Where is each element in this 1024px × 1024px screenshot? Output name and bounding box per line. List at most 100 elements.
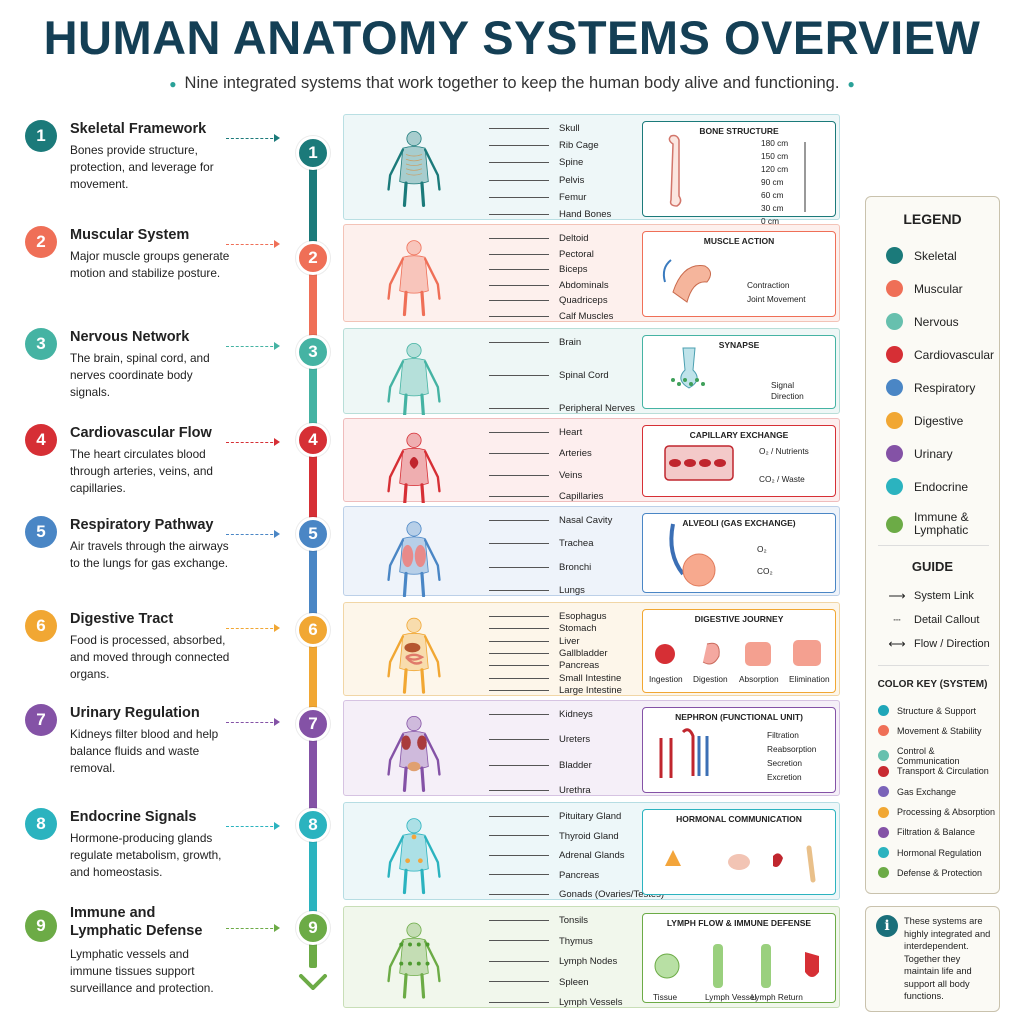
callout-line (489, 652, 549, 654)
guide-label: System Link (914, 590, 974, 602)
callout-line (489, 237, 549, 239)
organ-label-text: Deltoid (559, 233, 589, 244)
callout-line (489, 940, 549, 942)
colorkey-swatch (878, 765, 889, 777)
neurotransmitter-dot (695, 378, 699, 382)
neurotransmitter-dot (671, 378, 675, 382)
legend-item: Urinary (886, 445, 953, 462)
legend-item: Respiratory (886, 379, 975, 396)
torso-shape (399, 358, 429, 397)
inset-label: Joint Movement (747, 294, 806, 304)
organ-label-text: Abdominals (559, 279, 609, 291)
organ-label-text: Heart (559, 427, 583, 438)
guide-label: Flow / Direction (914, 638, 990, 650)
callout-line (489, 453, 549, 455)
callout-line (489, 739, 549, 741)
organ-label-text: Ureters (559, 734, 591, 746)
body-illustration (387, 715, 441, 792)
arm-muscle-icon (672, 265, 711, 303)
inset-label: 150 cm (761, 151, 789, 161)
inset-label: 60 cm (761, 190, 784, 200)
shield-icon (805, 952, 819, 977)
inset-label: Excretion (767, 772, 802, 782)
legend-label: Immune & Lymphatic (914, 510, 969, 537)
inset-title: ALVEOLI (GAS EXCHANGE) (682, 518, 796, 528)
anatomy-figure (344, 225, 484, 321)
inset-label: O₂ / Nutrients (759, 446, 809, 456)
legend-label: Respiratory (914, 380, 976, 395)
callout-line (489, 127, 549, 129)
legs-shape (402, 181, 426, 207)
timeline-node: 9 (296, 911, 330, 945)
bone-icon (668, 134, 682, 207)
link-arrow (226, 822, 280, 830)
step-number-badge: 4 (25, 424, 57, 456)
organ-label-text: Stomach (559, 623, 597, 635)
organ-label-text: Femur (559, 191, 587, 203)
head-shape (406, 617, 422, 633)
tissue-icon (654, 953, 680, 979)
colorkey-swatch (878, 847, 889, 859)
timeline-segment (309, 928, 317, 968)
legend-label: Muscular (914, 281, 963, 296)
organ-label: Spine (489, 157, 583, 168)
step-number-badge: 2 (25, 226, 57, 258)
organ-label-text: Spinal Cord (559, 370, 609, 381)
organ-label-text: Spleen (559, 976, 589, 988)
system-description: Major muscle groups generate motion and … (70, 249, 230, 280)
lymph-node-shape (425, 942, 430, 947)
callout-line (489, 179, 549, 181)
organ-label: Pituitary Gland (489, 811, 621, 822)
inset-label: 30 cm (761, 203, 784, 213)
anatomy-figure (344, 907, 484, 1007)
kidney-shape (401, 735, 411, 750)
curved-arrow-icon (662, 259, 672, 283)
callout-line (489, 893, 549, 895)
inset-title: BONE STRUCTURE (699, 126, 779, 136)
organ-label: Gonads (Ovaries/Testes) (489, 889, 664, 900)
legs-shape (402, 868, 426, 895)
organ-label: Tonsils (489, 915, 588, 926)
inset-illustration (659, 728, 709, 778)
organ-label-text: Capillaries (559, 491, 604, 502)
organ-label: Pancreas (489, 870, 599, 881)
guide-arrow-icon: ⟷ (888, 637, 906, 651)
inset-label: Contraction (747, 280, 790, 290)
lymph-node-shape (399, 942, 404, 947)
legs-shape (402, 393, 426, 419)
callout-line (489, 1001, 549, 1003)
organ-label: Spleen (489, 977, 589, 988)
arms-shape (387, 635, 441, 678)
callout-line (489, 981, 549, 983)
callout-line (489, 145, 549, 147)
page-subtitle: ●Nine integrated systems that work toget… (0, 74, 1024, 93)
lymph-node-shape (416, 961, 421, 966)
link-arrow (226, 240, 280, 248)
system-description: Lymphatic vessels and immune tissues sup… (70, 947, 214, 995)
head-shape (406, 922, 422, 938)
organ-label: Lungs (489, 585, 585, 596)
legend-item: Skeletal (886, 247, 957, 264)
head-shape (406, 432, 422, 448)
large-intestine-icon (793, 640, 821, 666)
callout-line (489, 566, 549, 568)
guide-arrow-icon: ⟶ (888, 589, 906, 603)
legs-shape (402, 483, 426, 509)
timeline-node: 4 (296, 423, 330, 457)
inset-illustration (668, 134, 806, 212)
legend-item: Nervous (886, 313, 959, 330)
organ-label-text: Tonsils (559, 915, 589, 926)
body-illustration (387, 818, 441, 895)
inset-label: O₂ (757, 544, 767, 554)
organ-label: Gallbladder (489, 648, 608, 659)
body-illustration (387, 922, 441, 999)
colorkey-swatch (878, 867, 889, 879)
arms-shape (387, 940, 441, 983)
neurotransmitter-dot (677, 382, 681, 386)
